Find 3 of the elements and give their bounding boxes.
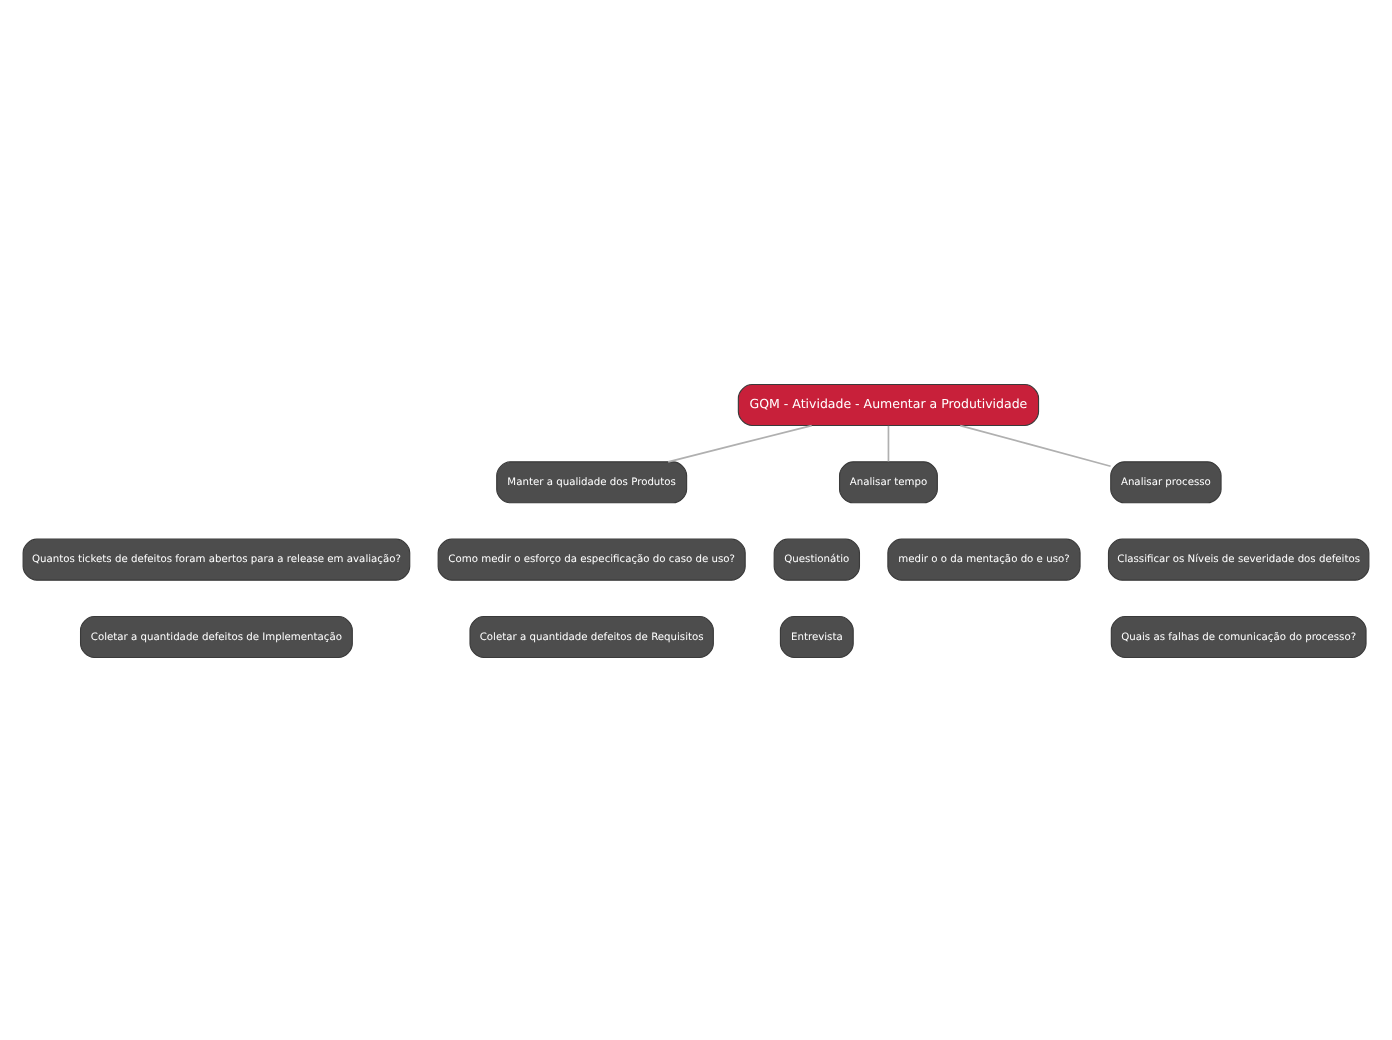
connector xyxy=(959,423,1112,467)
connector xyxy=(667,423,813,462)
connector xyxy=(887,424,890,462)
